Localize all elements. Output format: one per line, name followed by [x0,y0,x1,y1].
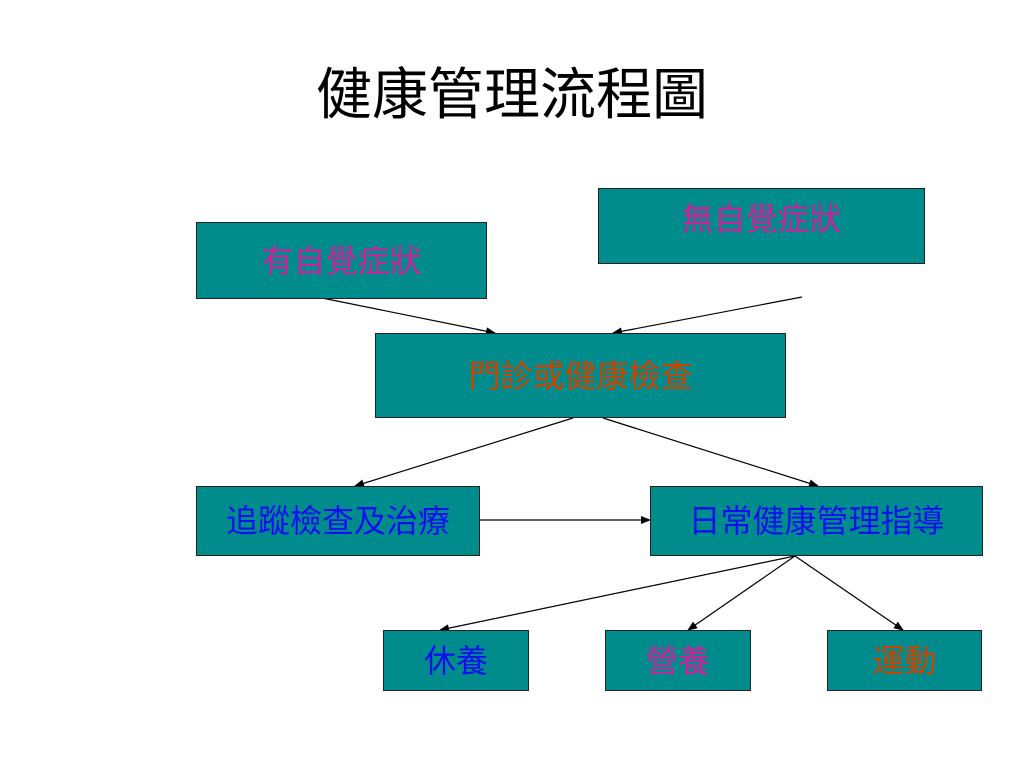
page-title: 健康管理流程圖 [316,63,708,128]
arrow-symptomatic-to-clinic [321,297,496,336]
node-clinic-label: 門診或健康檢查 [468,356,693,395]
node-rest-label: 休養 [423,641,488,680]
node-asymptomatic-label: 無自覺症狀 [681,200,842,238]
node-exercise-label: 運動 [872,641,937,680]
node-guidance: 日常健康管理指導 [650,486,983,556]
arrow-clinic-to-guidance [602,417,819,488]
node-followup-label: 追蹤檢查及治療 [225,502,450,540]
arrow-asymptomatic-to-clinic [612,296,803,336]
node-followup: 追蹤檢查及治療 [196,486,480,556]
node-clinic: 門診或健康檢查 [375,333,786,418]
node-symptomatic-label: 有自覺症狀 [261,241,422,280]
node-symptomatic: 有自覺症狀 [196,222,487,299]
arrow-guidance-to-exercise [794,555,904,631]
node-exercise: 運動 [827,630,982,691]
node-asymptomatic: 無自覺症狀 [598,188,925,264]
arrow-clinic-to-followup [354,417,574,488]
arrow-guidance-to-rest [439,555,796,633]
node-nutrition: 營養 [605,630,751,691]
node-guidance-label: 日常健康管理指導 [688,502,945,540]
node-nutrition-label: 營養 [645,641,710,680]
arrow-guidance-to-nutrition [687,555,796,631]
node-rest: 休養 [383,630,529,691]
